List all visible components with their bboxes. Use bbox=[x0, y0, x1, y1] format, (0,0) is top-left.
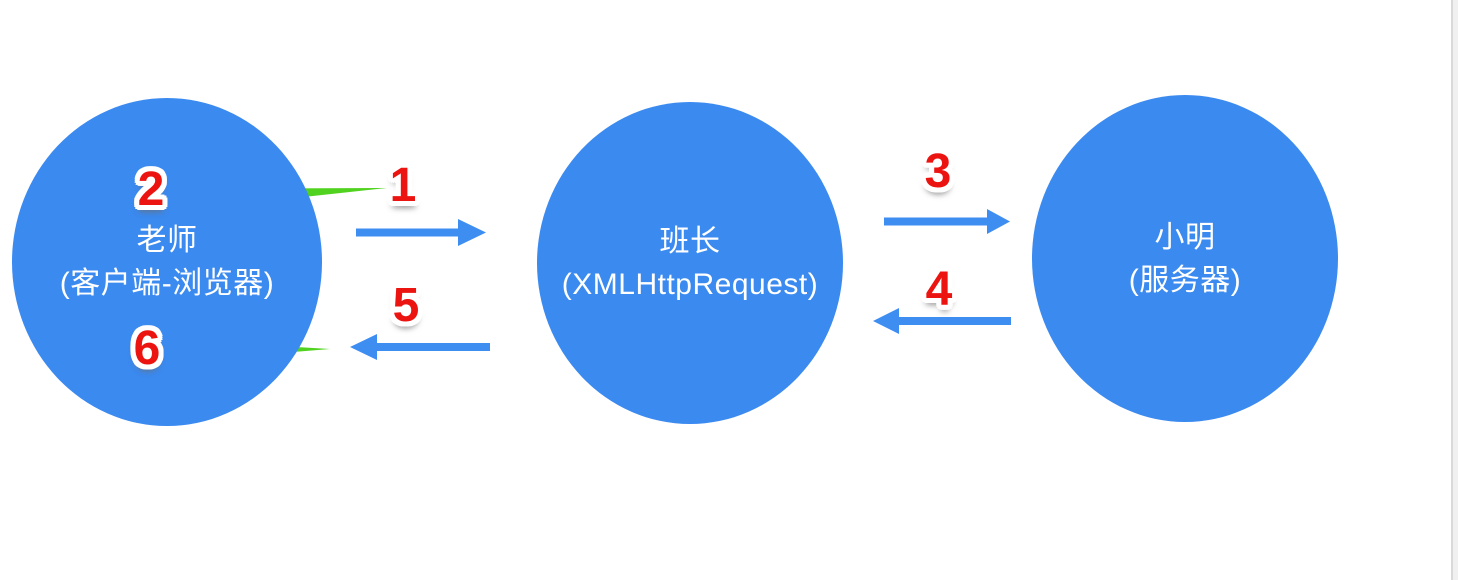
node-server: 小明 (服务器) bbox=[1032, 95, 1338, 422]
blue-arrow-server-to-xhr-icon bbox=[873, 308, 1011, 334]
node-client-subtitle: (客户端-浏览器) bbox=[59, 267, 275, 300]
page-edge-divider bbox=[1451, 0, 1453, 580]
page-edge-gutter bbox=[1453, 0, 1458, 580]
blue-arrow-xhr-to-client-icon bbox=[350, 334, 490, 360]
node-server-subtitle: (服务器) bbox=[1128, 263, 1242, 297]
node-xhr-title: 班长 bbox=[659, 225, 721, 258]
step-number-3: 3 bbox=[924, 145, 952, 198]
step-number-6: 6 bbox=[133, 322, 161, 375]
step-number-2: 2 bbox=[137, 163, 165, 216]
step-number-4: 4 bbox=[925, 263, 953, 316]
step-number-1: 1 bbox=[389, 159, 417, 212]
blue-arrow-xhr-to-server-icon bbox=[884, 209, 1010, 234]
step-number-5: 5 bbox=[392, 279, 420, 332]
node-client-title: 老师 bbox=[136, 224, 198, 257]
blue-arrow-client-to-xhr-icon bbox=[356, 219, 486, 246]
node-server-title: 小明 bbox=[1154, 220, 1216, 254]
node-xhr-subtitle: (XMLHttpRequest) bbox=[561, 268, 819, 301]
node-xmlhttprequest: 班长 (XMLHttpRequest) bbox=[537, 102, 843, 424]
node-client-browser: 老师 (客户端-浏览器) bbox=[12, 98, 322, 426]
